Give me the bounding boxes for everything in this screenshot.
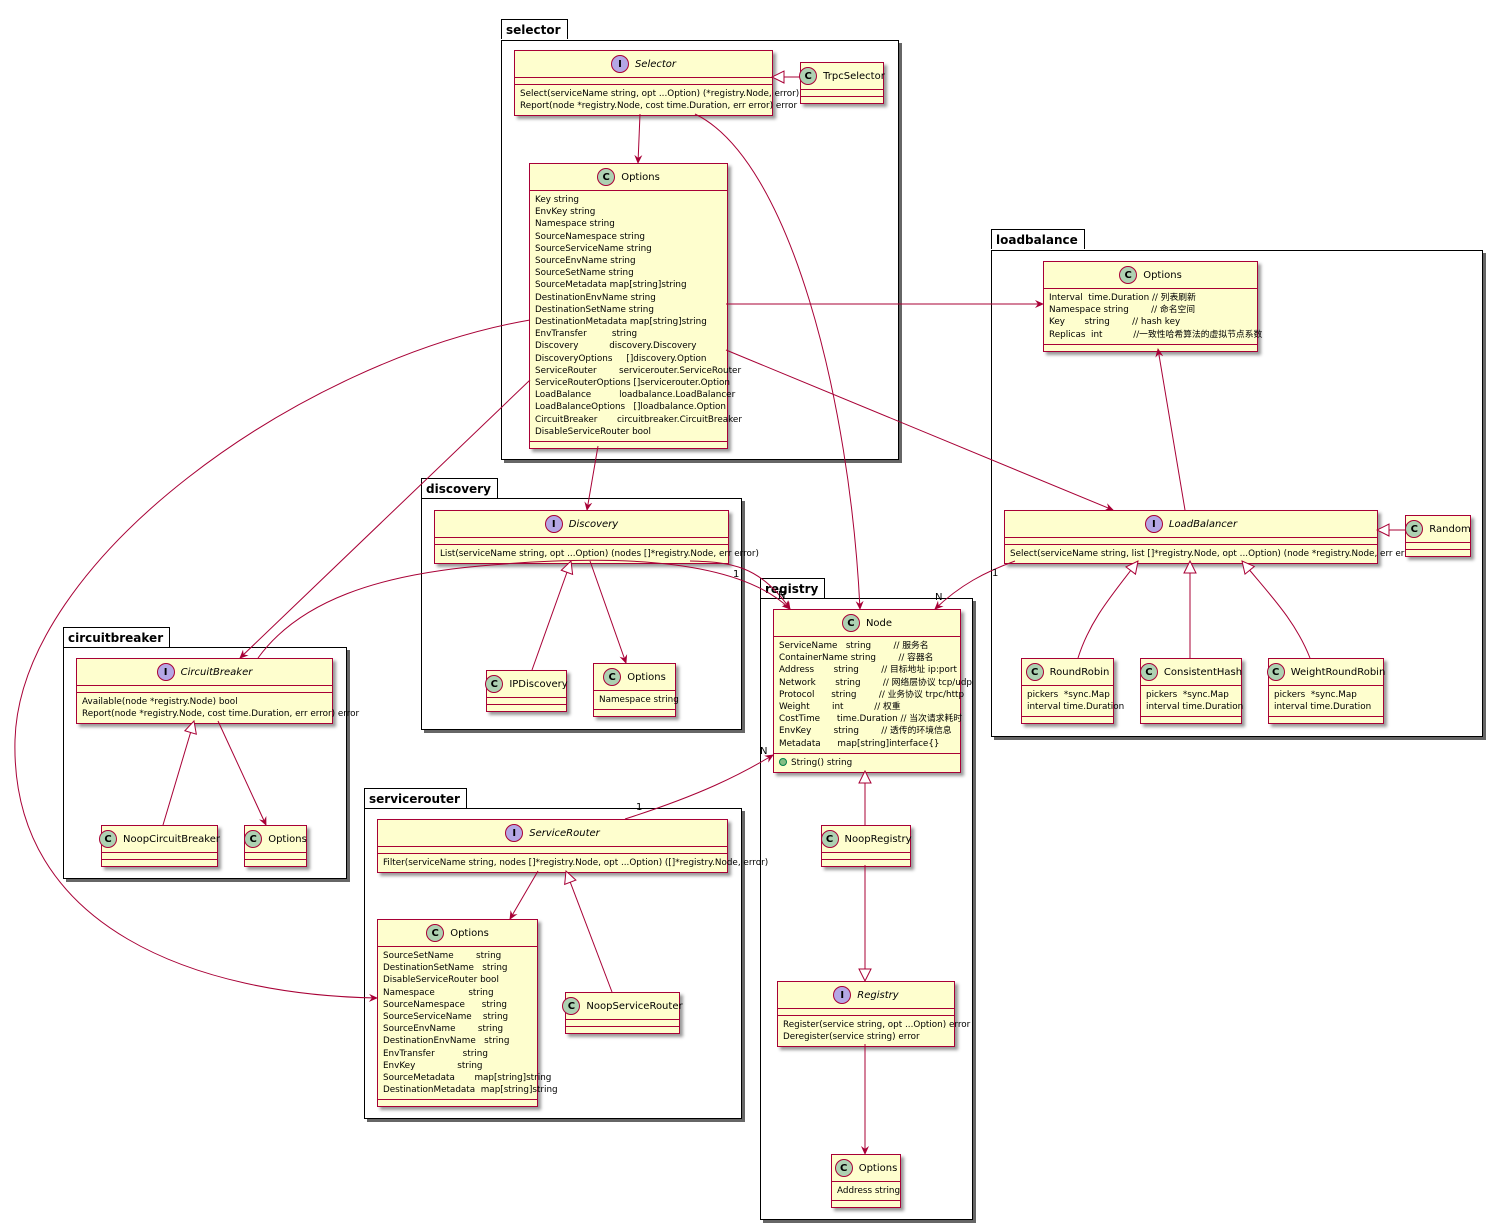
class-icon: C: [562, 997, 581, 1015]
class-name: Options: [627, 671, 666, 683]
loadbalance-options-class[interactable]: C Options Interval time.Duration // 列表刷新 …: [1043, 261, 1262, 352]
class-name: Registry: [857, 989, 899, 1001]
class-members: Address string: [832, 1181, 900, 1200]
package-tab-loadbalance: loadbalance: [991, 229, 1085, 249]
ip-discovery-class[interactable]: C IPDiscovery: [485, 670, 568, 712]
class-icon: C: [841, 614, 860, 632]
discovery-interface[interactable]: I Discovery List(serviceName string, opt …: [434, 510, 759, 565]
class-members: Select(serviceName string, list []*regis…: [1005, 544, 1420, 563]
class-members: Key string EnvKey string Namespace strin…: [530, 190, 742, 441]
class-members: Interval time.Duration // 列表刷新 Namespace…: [1044, 288, 1262, 344]
class-icon: C: [597, 168, 616, 186]
class-icon: C: [1139, 663, 1158, 681]
class-members: Register(service string, opt ...Option) …: [778, 1015, 970, 1046]
class-name: LoadBalancer: [1168, 518, 1238, 530]
node-class[interactable]: C Node ServiceName string // 服务名 Containe…: [773, 609, 972, 774]
class-name: Random: [1429, 523, 1471, 535]
package-tab-discovery: discovery: [421, 478, 498, 498]
class-name: WeightRoundRobin: [1290, 666, 1386, 678]
class-name: ConsistentHash: [1163, 666, 1243, 678]
servicerouter-options-class[interactable]: C Options SourceSetName string Destinatio…: [377, 919, 558, 1108]
circuit-breaker-interface[interactable]: I CircuitBreaker Available(node *registry…: [76, 658, 359, 725]
class-icon: C: [603, 668, 622, 686]
class-name: IPDiscovery: [509, 678, 568, 690]
interface-icon: I: [544, 515, 563, 533]
class-name: Options: [450, 927, 489, 939]
class-icon: C: [244, 830, 263, 848]
class-icon: C: [1119, 266, 1138, 284]
class-name: NoopServiceRouter: [586, 1000, 683, 1012]
class-name: ServiceRouter: [529, 827, 600, 839]
class-method: String() string: [791, 757, 853, 768]
class-members: ServiceName string // 服务名 ContainerName …: [774, 636, 972, 753]
service-router-interface[interactable]: I ServiceRouter Filter(serviceName string…: [377, 819, 768, 874]
class-icon: C: [1405, 520, 1424, 538]
interface-icon: I: [833, 986, 852, 1004]
class-members: Available(node *registry.Node) bool Repo…: [77, 692, 359, 723]
package-tab-circuitbreaker: circuitbreaker: [63, 627, 171, 647]
class-icon: C: [1025, 663, 1044, 681]
class-name: Options: [858, 1162, 898, 1174]
registry-options-class[interactable]: C Options Address string: [831, 1154, 901, 1209]
class-name: Options: [1143, 269, 1182, 281]
noop-circuit-breaker-class[interactable]: C NoopCircuitBreaker: [99, 825, 220, 867]
class-members: Select(serviceName string, opt ...Option…: [515, 84, 799, 115]
trpc-selector-class[interactable]: C TrpcSelector: [799, 62, 885, 104]
interface-icon: I: [505, 824, 524, 842]
class-name: Options: [268, 833, 307, 845]
class-members: pickers *sync.Map interval time.Duration: [1022, 685, 1124, 716]
class-icon: C: [99, 830, 118, 848]
consistent-hash-class[interactable]: C ConsistentHash pickers *sync.Map interv…: [1139, 658, 1243, 725]
class-icon: C: [1266, 663, 1285, 681]
class-icon: C: [426, 924, 445, 942]
class-icon: C: [799, 67, 818, 85]
class-icon: C: [820, 830, 839, 848]
class-name: CircuitBreaker: [180, 666, 253, 678]
class-icon: C: [834, 1159, 853, 1177]
class-members: pickers *sync.Map interval time.Duration: [1141, 685, 1243, 716]
class-name: Selector: [634, 58, 677, 70]
noop-registry-class[interactable]: C NoopRegistry: [820, 825, 912, 867]
weight-round-robin-class[interactable]: C WeightRoundRobin pickers *sync.Map inte…: [1266, 658, 1386, 725]
package-tab-selector: selector: [501, 19, 568, 39]
class-icon: C: [485, 675, 504, 693]
class-members: Filter(serviceName string, nodes []*regi…: [378, 853, 768, 872]
class-name: NoopRegistry: [844, 833, 912, 845]
interface-icon: I: [610, 55, 629, 73]
class-members: Namespace string: [594, 690, 679, 709]
registry-interface[interactable]: I Registry Register(service string, opt .…: [777, 981, 970, 1048]
class-name: Discovery: [568, 518, 619, 530]
selector-interface[interactable]: I Selector Select(serviceName string, opt…: [514, 50, 799, 117]
circuitbreaker-options-class[interactable]: C Options: [244, 825, 307, 867]
noop-service-router-class[interactable]: C NoopServiceRouter: [562, 992, 683, 1034]
package-tab-registry: registry: [760, 578, 826, 598]
class-members: pickers *sync.Map interval time.Duration: [1269, 685, 1383, 716]
class-members: List(serviceName string, opt ...Option) …: [435, 544, 759, 563]
class-name: RoundRobin: [1049, 666, 1110, 678]
class-name: Node: [865, 617, 893, 629]
round-robin-class[interactable]: C RoundRobin pickers *sync.Map interval t…: [1021, 658, 1124, 725]
interface-icon: I: [1144, 515, 1163, 533]
random-class[interactable]: C Random: [1405, 515, 1471, 557]
package-tab-servicerouter: servicerouter: [364, 788, 467, 808]
public-method-icon: [779, 758, 787, 767]
class-name: Options: [621, 171, 660, 183]
discovery-options-class[interactable]: C Options Namespace string: [593, 663, 679, 718]
load-balancer-interface[interactable]: I LoadBalancer Select(serviceName string,…: [1004, 510, 1420, 565]
class-name: NoopCircuitBreaker: [123, 833, 220, 845]
interface-icon: I: [156, 663, 175, 681]
selector-options-class[interactable]: C Options Key string EnvKey string Namesp…: [529, 163, 742, 450]
class-members: SourceSetName string DestinationSetName …: [378, 946, 558, 1099]
class-name: TrpcSelector: [823, 70, 885, 82]
